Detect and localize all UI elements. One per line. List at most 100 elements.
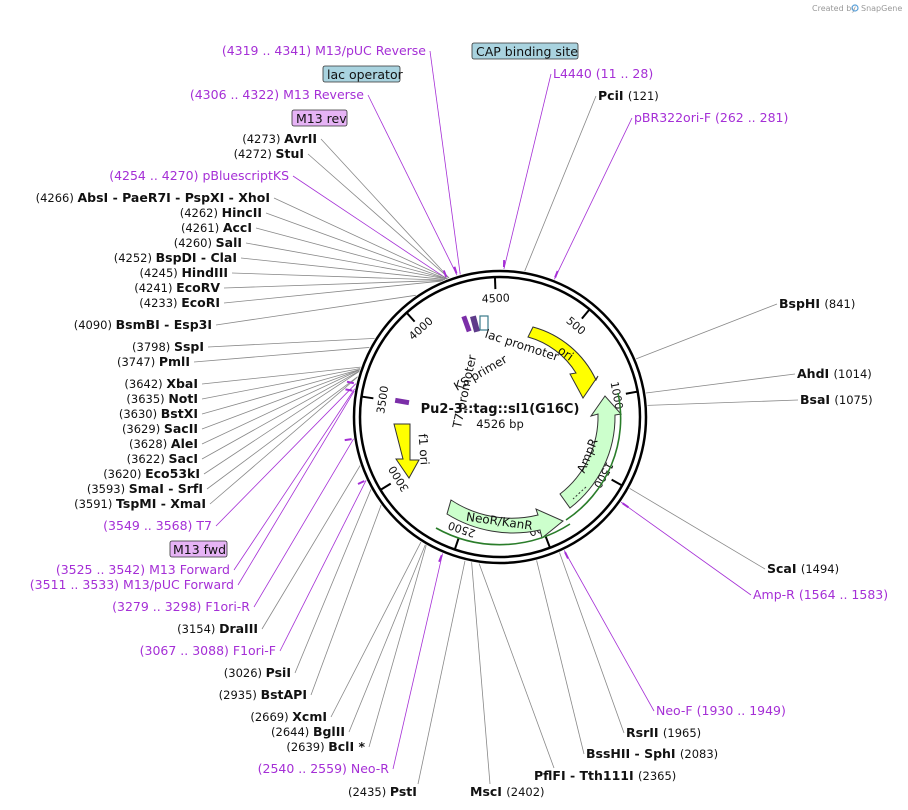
primer-site-mark-2 bbox=[622, 502, 629, 509]
left-label-3[interactable]: (4272) StuI bbox=[234, 146, 304, 161]
leader-line-left-20 bbox=[201, 369, 360, 445]
cap-binding-site-box[interactable]: CAP binding site bbox=[471, 42, 579, 60]
lacop-box-bg bbox=[322, 65, 401, 83]
enzyme-label: (4090) BsmBI - Esp3I bbox=[74, 317, 212, 332]
enzyme-label: (2644) BglII bbox=[271, 724, 345, 739]
enzyme-label: (3026) PsiI bbox=[224, 665, 291, 680]
right-label-0[interactable]: L4440 (11 .. 28) bbox=[553, 66, 653, 81]
left-label-8[interactable]: (4260) SalI bbox=[174, 235, 242, 250]
left-label-7[interactable]: (4261) AccI bbox=[181, 220, 252, 235]
left-label-35[interactable]: (2639) BclI * bbox=[286, 739, 365, 754]
enzyme-name: Eco53kI bbox=[145, 466, 200, 481]
left-label-27[interactable]: (3511 .. 3533) M13/pUC Forward bbox=[30, 577, 234, 592]
primer-site-mark-8 bbox=[346, 380, 355, 385]
left-label-23[interactable]: (3593) SmaI - SrfI bbox=[87, 481, 203, 496]
enzyme-label: (4266) AbsI - PaeR7I - PspXI - XhoI bbox=[36, 190, 270, 205]
enzyme-label: BssHII - SphI (2083) bbox=[586, 746, 718, 761]
right-label-1[interactable]: PciI (121) bbox=[598, 88, 659, 103]
left-label-34[interactable]: (2644) BglII bbox=[271, 724, 345, 739]
lac-operator-box[interactable]: lac operator bbox=[322, 65, 404, 83]
left-label-32[interactable]: (2935) BstAPI bbox=[219, 687, 307, 702]
enzyme-name: AleI bbox=[171, 436, 198, 451]
right-label-9[interactable]: RsrII (1965) bbox=[626, 725, 701, 740]
left-label-0[interactable]: (4319 .. 4341) M13/pUC Reverse bbox=[222, 43, 426, 58]
primer-site-mark-9 bbox=[442, 270, 448, 278]
primer-site-mark-1 bbox=[554, 270, 559, 278]
cap-box-label: CAP binding site bbox=[476, 44, 578, 59]
primer-name: F1ori-F bbox=[233, 643, 276, 658]
leader-line-left-19 bbox=[201, 369, 360, 430]
enzyme-label: (3622) SacI bbox=[127, 451, 198, 466]
primer-range: (262 .. 281) bbox=[715, 110, 788, 125]
left-label-20[interactable]: (3628) AleI bbox=[129, 436, 198, 451]
right-label-4[interactable]: AhdI (1014) bbox=[797, 366, 872, 381]
right-label-8[interactable]: Neo-F (1930 .. 1949) bbox=[656, 703, 786, 718]
left-label-36[interactable]: (2540 .. 2559) Neo-R bbox=[258, 761, 390, 776]
left-label-33[interactable]: (2669) XcmI bbox=[250, 709, 327, 724]
left-label-16[interactable]: (3642) XbaI bbox=[124, 376, 198, 391]
left-label-11[interactable]: (4241) EcoRV bbox=[134, 280, 220, 295]
m13-rev-box[interactable]: M13 rev bbox=[291, 109, 348, 127]
left-label-22[interactable]: (3620) Eco53kI bbox=[103, 466, 200, 481]
tick-mark-3500 bbox=[361, 395, 374, 400]
left-label-6[interactable]: (4262) HincII bbox=[180, 205, 262, 220]
feature-f1ori[interactable]: f1 ori bbox=[393, 423, 432, 479]
left-label-10[interactable]: (4245) HindIII bbox=[140, 265, 228, 280]
feature-ori[interactable]: ori bbox=[527, 326, 599, 399]
left-label-13[interactable]: (4090) BsmBI - Esp3I bbox=[74, 317, 212, 332]
primer-range: (3525 .. 3542) bbox=[56, 562, 149, 577]
right-label-6[interactable]: ScaI (1494) bbox=[767, 561, 839, 576]
left-label-14[interactable]: (3798) SspI bbox=[132, 339, 204, 354]
right-label-7[interactable]: Amp-R (1564 .. 1583) bbox=[753, 587, 888, 602]
left-label-30[interactable]: (3067 .. 3088) F1ori-F bbox=[140, 643, 276, 658]
left-label-25[interactable]: (3549 .. 3568) T7 bbox=[103, 518, 212, 533]
cap-box-bg bbox=[471, 42, 579, 60]
left-label-5[interactable]: (4266) AbsI - PaeR7I - PspXI - XhoI bbox=[36, 190, 270, 205]
left-label-28[interactable]: (3279 .. 3298) F1ori-R bbox=[112, 599, 250, 614]
primer-range: (3549 .. 3568) bbox=[103, 518, 196, 533]
left-label-31[interactable]: (3026) PsiI bbox=[224, 665, 291, 680]
bottom-label-1[interactable]: MscI (2402) bbox=[470, 784, 545, 799]
bottom-label-0[interactable]: (2435) PstI bbox=[348, 784, 417, 799]
bottom-label-2[interactable]: PflFI - Tth111I (2365) bbox=[534, 768, 676, 783]
right-label-10[interactable]: BssHII - SphI (2083) bbox=[586, 746, 718, 761]
enzyme-name: BglII bbox=[313, 724, 345, 739]
primer-label: Neo-F (1930 .. 1949) bbox=[656, 703, 786, 718]
enzyme-position: (4241) bbox=[134, 281, 176, 295]
leader-line-left-36 bbox=[392, 553, 443, 770]
left-label-12[interactable]: (4233) EcoRI bbox=[139, 295, 220, 310]
leader-line-left-29 bbox=[261, 465, 361, 630]
left-label-17[interactable]: (3635) NotI bbox=[126, 391, 198, 406]
right-label-5[interactable]: BsaI (1075) bbox=[800, 392, 873, 407]
left-label-29[interactable]: (3154) DraIII bbox=[177, 621, 258, 636]
left-label-9[interactable]: (4252) BspDI - ClaI bbox=[114, 250, 237, 265]
left-label-1[interactable]: (4306 .. 4322) M13 Reverse bbox=[190, 87, 364, 102]
enzyme-label: (3620) Eco53kI bbox=[103, 466, 200, 481]
m13-fwd-box[interactable]: M13 fwd bbox=[169, 540, 228, 558]
leader-line-left-31 bbox=[294, 489, 372, 674]
ori-arrow bbox=[527, 326, 599, 399]
right-label-2[interactable]: pBR322ori-F (262 .. 281) bbox=[634, 110, 788, 125]
leader-line-bottom-2 bbox=[478, 563, 555, 769]
left-label-24[interactable]: (3591) TspMI - XmaI bbox=[74, 496, 206, 511]
left-label-4[interactable]: (4254 .. 4270) pBluescriptKS bbox=[109, 168, 289, 183]
enzyme-position: (3635) bbox=[126, 392, 168, 406]
left-label-15[interactable]: (3747) PmlI bbox=[117, 354, 190, 369]
left-label-19[interactable]: (3629) SacII bbox=[122, 421, 198, 436]
plasmid-size: 4526 bp bbox=[476, 417, 524, 431]
left-label-21[interactable]: (3622) SacI bbox=[127, 451, 198, 466]
enzyme-position: (3628) bbox=[129, 437, 171, 451]
left-label-2[interactable]: (4273) AvrII bbox=[242, 131, 317, 146]
left-label-26[interactable]: (3525 .. 3542) M13 Forward bbox=[56, 562, 230, 577]
enzyme-position: (4260) bbox=[174, 236, 216, 250]
leader-line-right-5 bbox=[647, 399, 799, 406]
right-label-3[interactable]: BspHI (841) bbox=[779, 296, 855, 311]
left-label-18[interactable]: (3630) BstXI bbox=[119, 406, 198, 421]
enzyme-name: XcmI bbox=[292, 709, 327, 724]
leader-line-right-2 bbox=[554, 117, 633, 280]
leader-line-left-30 bbox=[279, 479, 367, 652]
enzyme-name: AhdI bbox=[797, 366, 834, 381]
enzyme-name: BclI * bbox=[328, 739, 365, 754]
primer-label: Amp-R (1564 .. 1583) bbox=[753, 587, 888, 602]
